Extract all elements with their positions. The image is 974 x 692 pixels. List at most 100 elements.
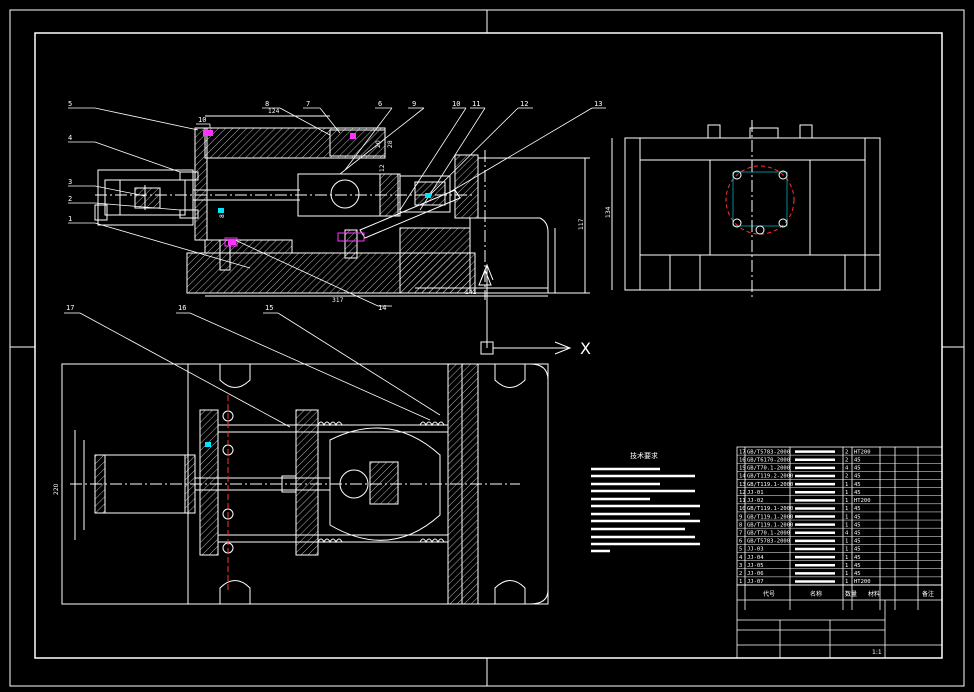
bom-qty: 1 [845,514,848,520]
bom-no: 4 [739,555,743,561]
bom-no: 10 [739,506,746,512]
bom-qty: 1 [845,539,848,545]
bom-mat: 45 [854,571,861,577]
bom-code: JJ-05 [747,563,764,569]
bom-no: 17 [739,449,746,455]
leader-lines-top [64,312,441,428]
balloon-2: 2 [68,195,72,203]
bom-no: 16 [739,457,746,463]
bom-qty: 1 [845,506,848,512]
bom-no: 15 [739,466,746,472]
bom-mat: 45 [854,514,861,520]
bom-code: GB/T70.1-2000 [747,530,790,536]
balloon-17: 17 [66,304,74,312]
bom-code: GB/T6170-2000 [747,457,790,463]
axis-x-label: X [580,339,591,358]
bom-qty: 1 [845,563,848,569]
bom-code: GB/T119.1-2000 [747,514,793,520]
front-view [94,115,590,300]
tb-scale: 1:1 [872,649,882,656]
sheet-frame [9,9,965,687]
balloon-3: 3 [68,178,72,186]
bom-code: GB/T119.1-2000 [747,506,793,512]
dim-12: 12 [379,164,386,172]
bom-code: GB/T5783-2000 [747,539,790,545]
bom-mat: 45 [854,522,861,528]
bom-mat: 45 [854,457,861,463]
balloon-10a: 10 [198,116,206,124]
bom-code: GB/T119.2-2000 [747,474,793,480]
balloon-12: 12 [520,100,528,108]
bom-no: 9 [739,514,742,520]
balloon-6: 6 [378,100,382,108]
bom-code: GB/T5783-2000 [747,449,790,455]
tech-title: 技术要求 [630,451,658,460]
bom-mat: 45 [854,547,861,553]
bom-code: JJ-07 [747,579,764,585]
bom-code: JJ-01 [747,490,764,496]
balloon-4: 4 [68,134,72,142]
part-balloons: 5 4 3 2 1 10 8 7 6 9 10 11 12 13 14 17 1… [66,100,602,312]
bom-no: 3 [739,563,742,569]
balloon-14: 14 [378,304,386,312]
colored-markers [203,130,431,447]
dim-124: 124 [268,108,280,115]
balloon-7: 7 [306,100,310,108]
bom-qty: 2 [845,449,848,455]
bom-qty: 1 [845,482,848,488]
bom-mat: 45 [854,555,861,561]
dim-134: 134 [605,206,612,218]
bom-no: 12 [739,490,746,496]
bom-mat: 45 [854,539,861,545]
bom-mat: 45 [854,482,861,488]
balloon-8a: 8 [265,100,269,108]
balloon-15: 15 [265,304,273,312]
bom-qty: 1 [845,555,848,561]
title-block [736,584,943,659]
bom-qty: 1 [845,547,848,553]
top-view [61,363,549,605]
th-name: 名称 [810,590,822,598]
tech-requirements: 技术要求 [591,451,700,553]
ucs-icon [480,263,572,355]
side-view [611,120,881,300]
bom-mat: 45 [854,563,861,569]
bom-mat: 45 [854,466,861,472]
balloon-11: 11 [472,100,480,108]
dim-117: 117 [578,218,585,230]
bom-no: 1 [739,579,742,585]
balloon-1: 1 [68,215,72,223]
bom-no: 5 [739,547,742,553]
bom-no: 8 [739,522,742,528]
balloon-9: 9 [412,100,416,108]
bom-mat: 45 [854,506,861,512]
bom-code: JJ-06 [747,571,764,577]
balloon-10b: 10 [452,100,460,108]
bom-mat: 45 [854,490,861,496]
bom-no: 14 [739,474,746,480]
bom-code: GB/T119.1-2000 [747,522,793,528]
balloon-13: 13 [594,100,602,108]
balloon-5: 5 [68,100,72,108]
title-block-text: 代号 名称 数量 材料 备注 1:1 [763,590,934,656]
bom-code: GB/T70.1-2000 [747,466,790,472]
dim-317: 317 [332,297,344,304]
bom-no: 11 [739,498,746,504]
th-code: 代号 [763,590,775,598]
bom-no: 13 [739,482,746,488]
dim-28: 28 [387,140,394,148]
bom-qty: 1 [845,579,848,585]
bom-qty: 4 [845,466,849,472]
bom-mat: 45 [854,474,861,480]
bom-code: JJ-03 [747,547,764,553]
bom-mat: HT200 [854,449,871,455]
th-remark: 备注 [922,590,934,598]
dim-8: 8 [219,214,226,218]
bom-qty: 1 [845,522,848,528]
bom-no: 7 [739,530,742,536]
bom-qty: 2 [845,474,848,480]
bom-mat: 45 [854,530,861,536]
dim-20: 20 [375,140,382,148]
bom-no: 6 [739,539,742,545]
